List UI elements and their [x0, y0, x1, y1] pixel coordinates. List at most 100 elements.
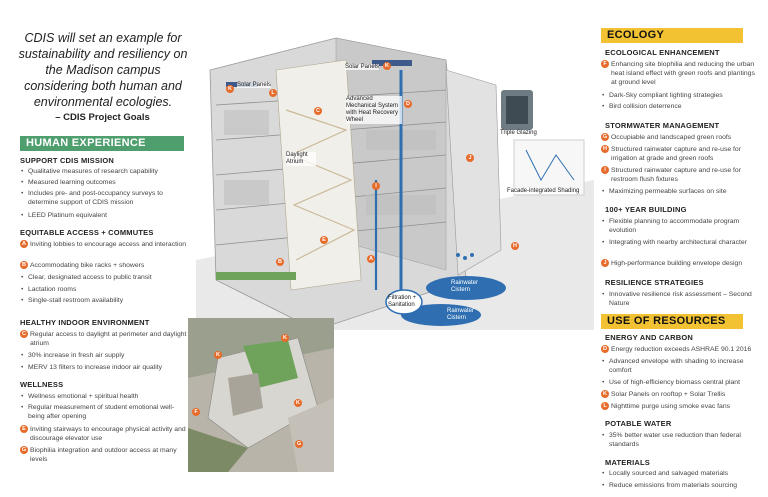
diagram-tag-b: B — [276, 258, 284, 266]
photo-tag-k: K — [214, 351, 222, 359]
human-experience-heading: HUMAN EXPERIENCE — [20, 136, 184, 151]
diagram-tag-c: C — [314, 107, 322, 115]
photo-tag-k2: K — [281, 334, 289, 342]
list-item: MERV 13 filters to increase indoor air q… — [20, 363, 188, 372]
diagram-tag-i: I — [372, 182, 380, 190]
list-item-text: Locally sourced and salvaged materials — [609, 470, 729, 477]
tag-badge-i: I — [601, 166, 609, 174]
list-item-text: Single-stall restroom availability — [28, 297, 124, 304]
list-item-text: Lactation rooms — [28, 286, 77, 293]
label-facade-shading: Facade-integrated Shading — [507, 188, 580, 194]
list-item-text: 35% better water use reduction than fede… — [609, 432, 741, 448]
tag-badge-k: K — [601, 390, 609, 398]
resources-heading: USE OF RESOURCES — [601, 314, 743, 329]
building-heading: 100+ YEAR BUILDING — [605, 205, 687, 214]
enhancement-heading: ECOLOGICAL ENHANCEMENT — [605, 48, 720, 57]
tag-badge-a: A — [20, 240, 28, 248]
list-item-text: Enhancing site biophilia and reducing th… — [611, 61, 755, 86]
list-item-text: Wellness emotional + spiritual health — [28, 393, 139, 400]
diagram-tag-h: H — [511, 242, 519, 250]
list-item-text: 30% increase in fresh air supply — [28, 352, 125, 359]
list-item-text: LEED Platinum equivalent — [28, 212, 107, 219]
list-item-text: Regular measurement of student emotional… — [28, 404, 175, 420]
label-filtration: Filtration + Sanitation — [388, 295, 417, 308]
list-item-text: High-performance building envelope desig… — [611, 260, 743, 267]
diagram-tag-l: L — [269, 89, 277, 97]
diagram-tag-k: K — [383, 62, 391, 70]
list-item-text: Use of high-efficiency biomass central p… — [609, 379, 740, 386]
list-item: Clear, designated access to public trans… — [20, 273, 188, 282]
list-item-text: Dark-Sky compliant lighting strategies — [609, 92, 723, 99]
list-item: Regular measurement of student emotional… — [20, 403, 188, 421]
building-cutaway-illustration — [196, 30, 594, 330]
list-item-text: Clear, designated access to public trans… — [28, 274, 152, 281]
list-item-text: Structured rainwater capture and re-use … — [611, 146, 741, 162]
list-item-text: Includes pre- and post-occupancy surveys… — [28, 190, 163, 206]
list-item-text: MERV 13 filters to increase indoor air q… — [28, 364, 162, 371]
list-item-text: Measured learning outcomes — [28, 179, 116, 186]
list-item: Measured learning outcomes — [20, 178, 188, 187]
diagram-tag-d: D — [404, 100, 412, 108]
list-item: Flexible planning to accommodate program… — [601, 217, 759, 235]
photo-tag-g: G — [295, 440, 303, 448]
list-item-text: Nighttime purge using smoke evac fans — [611, 403, 731, 410]
list-item: Use of high-efficiency biomass central p… — [601, 378, 759, 387]
label-solar-panels-1: Solar Panels — [345, 64, 380, 70]
energy-heading: ENERGY AND CARBON — [605, 333, 693, 342]
label-mech-system: Advanced Mechanical System with Heat Rec… — [346, 96, 402, 124]
list-item: Integrating with nearby architectural ch… — [601, 238, 759, 247]
tag-badge-f: F — [601, 60, 609, 68]
ecology-heading: ECOLOGY — [601, 28, 743, 43]
tag-badge-g: G — [20, 446, 28, 454]
photo-tag-k3: K — [294, 399, 302, 407]
goal-quote: CDIS will set an example for sustainabil… — [18, 31, 188, 109]
list-item: 35% better water use reduction than fede… — [601, 431, 759, 449]
diagram-tag-e: E — [320, 236, 328, 244]
tag-badge-d: D — [601, 345, 609, 353]
label-triple-glazing: Triple Glazing — [500, 130, 537, 136]
aerial-photo — [188, 318, 334, 472]
wellness-heading: WELLNESS — [20, 380, 64, 389]
list-item-text: Flexible planning to accommodate program… — [609, 218, 740, 234]
list-item-text: Occupiable and landscaped green roofs — [611, 134, 732, 141]
list-item: Advanced envelope with shading to increa… — [601, 357, 759, 375]
list-item-text: Accommodating bike racks + showers — [30, 262, 145, 269]
list-item-text: Inviting lobbies to encourage access and… — [30, 241, 187, 248]
tag-badge-j: J — [601, 259, 609, 267]
water-heading: POTABLE WATER — [605, 419, 672, 428]
materials-heading: MATERIALS — [605, 458, 650, 467]
label-solar-panels-2: Solar Panels — [237, 82, 272, 88]
list-item: Lactation rooms — [20, 285, 188, 294]
list-item-text: Energy reduction exceeds ASHRAE 90.1 201… — [611, 346, 752, 353]
access-heading: EQUITABLE ACCESS + COMMUTES — [20, 228, 154, 237]
list-item-text: Qualitative measures of research capabil… — [28, 168, 158, 175]
tag-badge-g: G — [601, 133, 609, 141]
list-item: Reduce emissions from materials sourcing — [601, 481, 759, 490]
list-item-text: Regular access to daylight at perimeter … — [30, 331, 187, 347]
list-item-text: Innovative resilience risk assessment – … — [609, 291, 752, 307]
list-item: Innovative resilience risk assessment – … — [601, 290, 759, 308]
list-item: Qualitative measures of research capabil… — [20, 167, 188, 176]
label-cistern-2: Rainwater Cistern — [447, 308, 475, 321]
list-item: Single-stall restroom availability — [20, 296, 188, 305]
list-item: Maximizing permeable surfaces on site — [601, 187, 759, 196]
list-item: Includes pre- and post-occupancy surveys… — [20, 189, 188, 207]
tag-badge-c: C — [20, 330, 28, 338]
tag-badge-l: L — [601, 402, 609, 410]
list-item-text: Structured rainwater capture and re-use … — [611, 167, 741, 183]
goal-attribution: – CDIS Project Goals — [55, 112, 150, 123]
list-item: Bird collision deterrence — [601, 102, 759, 111]
list-item-text: Biophilia integration and outdoor access… — [30, 447, 177, 463]
label-cistern-1: Rainwater Cistern — [451, 280, 479, 293]
list-item-text: Bird collision deterrence — [609, 103, 682, 110]
diagram-tag-k2: K — [226, 85, 234, 93]
